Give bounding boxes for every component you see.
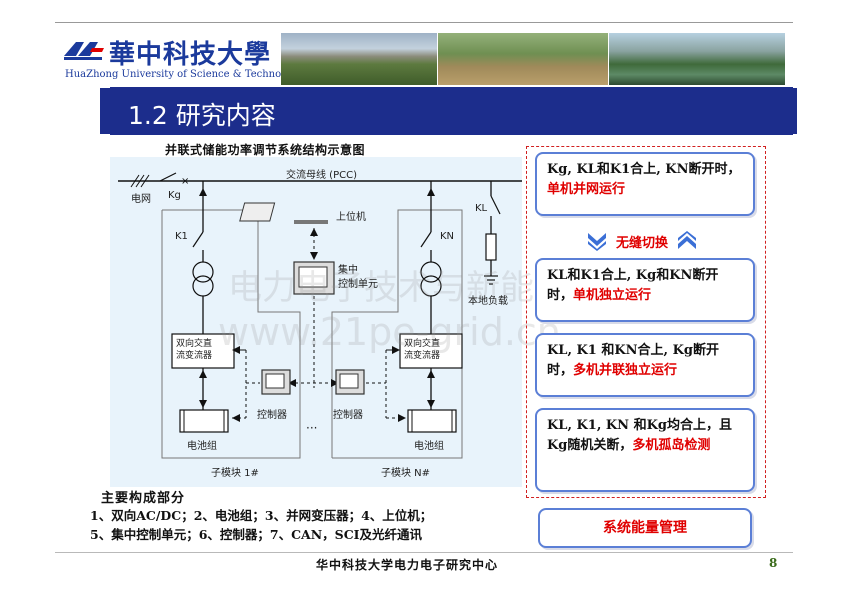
section-title: 1.2 研究内容 (128, 101, 276, 130)
diagram-caption: 并联式储能功率调节系统结构示意图 (165, 143, 366, 157)
mode-single-island: KL和K1合上, Kg和KN断开时，单机独立运行 (535, 258, 755, 322)
top-rule (55, 22, 793, 23)
logo-english-text: HuaZhong University of Science & Technol… (65, 69, 303, 80)
submodule-n-frame (331, 209, 463, 459)
mode3-highlight: 多机并联独立运行 (573, 363, 678, 378)
battery-n-icon (407, 409, 457, 433)
mode2-condition: KL和K1合上, Kg和KN断开时， (547, 268, 719, 303)
label-local-load: 本地负载 (468, 296, 508, 307)
kn-switch (420, 231, 432, 248)
logo-chinese-text: 華中科技大學 (109, 40, 272, 70)
transformer-n-icon (420, 261, 442, 283)
seamless-switch-indicator: 无缝切换 (586, 229, 698, 253)
grid-hatch (130, 174, 140, 188)
local-load-resistor-icon (485, 233, 497, 261)
chevron-up-icon (678, 231, 697, 249)
label-submodule-1: 子模块 1# (211, 468, 259, 479)
label-central-unit: 集中 控制单元 (338, 265, 378, 290)
k1-switch (192, 231, 204, 248)
components-line-1: 1、双向AC/DC；2、电池组；3、并网变压器；4、上位机； (90, 508, 433, 523)
seamless-switch-label: 无缝切换 (616, 235, 669, 251)
kl-switch (490, 195, 501, 215)
label-battery-1: 电池组 (187, 441, 217, 452)
mode1-condition: Kg, KL和K1合上, KN断开时， (547, 162, 741, 177)
campus-photo-lake (609, 33, 785, 85)
hust-emblem-icon (64, 42, 104, 60)
energy-management-box: 系统能量管理 (538, 508, 752, 548)
campus-photo-gate (438, 33, 608, 85)
label-k1: K1 (175, 231, 188, 242)
kg-switch (159, 172, 177, 182)
campus-photo-building (281, 33, 437, 85)
transformer-1-icon (192, 261, 214, 283)
label-submodule-n: 子模块 N# (381, 468, 431, 479)
watermark-url: www.21pe-grid.cn (218, 310, 561, 354)
mode3-condition: KL, K1 和KN合上, Kg断开时， (547, 343, 719, 378)
components-title: 主要构成部分 (101, 491, 186, 506)
label-pcc: 交流母线 (PCC) (286, 170, 357, 181)
label-controller-n: 控制器 (333, 410, 363, 421)
host-computer-icon (239, 202, 328, 224)
label-kl: KL (475, 203, 488, 214)
title-band (96, 88, 797, 134)
converter-n-box (399, 333, 463, 369)
page-number: 8 (769, 556, 778, 570)
watermark-chinese: 电力电子技术与新能源 (228, 268, 568, 308)
components-line-2: 5、集中控制单元；6、控制器；7、CAN，SCI及光纤通讯 (90, 527, 422, 542)
mode1-highlight: 单机并网运行 (547, 182, 626, 197)
converter-1-box (171, 333, 235, 369)
central-control-unit-icon (293, 261, 335, 295)
footer-rule (55, 552, 793, 553)
label-battery-n: 电池组 (414, 441, 444, 452)
operating-modes-panel (526, 146, 766, 498)
chevron-down-icon (588, 233, 606, 251)
mode2-highlight: 单机独立运行 (573, 288, 652, 303)
university-logo: 華中科技大學 HuaZhong University of Science & … (57, 36, 302, 86)
footer-text: 华中科技大学电力电子研究中心 (316, 558, 499, 572)
label-kg: Kg (168, 190, 181, 201)
label-controller-1: 控制器 (257, 410, 287, 421)
controller-1-icon (261, 369, 291, 395)
label-kn: KN (440, 231, 455, 242)
mode-grid-connected: Kg, KL和K1合上, KN断开时， 单机并网运行 (535, 152, 755, 216)
mode-parallel-island: KL, K1 和KN合上, Kg断开时，多机并联独立运行 (535, 333, 755, 397)
label-host-pc: 上位机 (336, 212, 366, 223)
svg-text:×: × (181, 176, 189, 187)
label-converter-n: 双向交直 流变流器 (404, 339, 441, 361)
mode4-condition: KL, K1, KN 和Kg均合上，且Kg随机关断， (547, 418, 732, 453)
mode-islanding-detection: KL, K1, KN 和Kg均合上，且Kg随机关断，多机孤岛检测 (535, 408, 755, 492)
label-converter-1: 双向交直 流变流器 (176, 339, 213, 361)
label-ellipsis: ··· (306, 421, 318, 435)
controller-n-icon (335, 369, 365, 395)
label-grid: 电网 (131, 194, 151, 205)
battery-1-icon (179, 409, 229, 433)
mode4-highlight: 多机孤岛检测 (632, 438, 711, 453)
